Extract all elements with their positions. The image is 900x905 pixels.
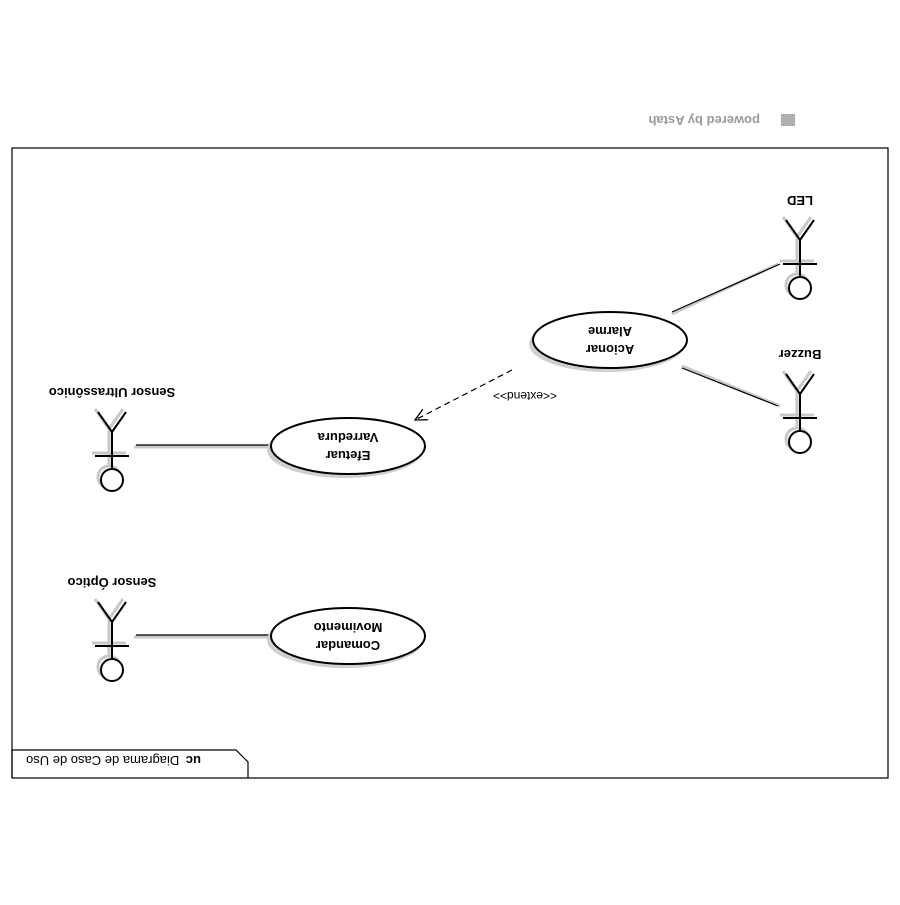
use-case-label-line2: Movimento xyxy=(314,620,383,635)
use-case-acionar-alarme[interactable]: Acionar Alarme xyxy=(529,311,688,372)
watermark: powered by Astah xyxy=(648,113,795,128)
extend-relation: <<extend>> xyxy=(415,369,557,420)
stick-figure-icon xyxy=(783,219,817,300)
use-case-label-line1: Comandar xyxy=(316,638,380,653)
use-case-label-line1: Acionar xyxy=(586,342,634,357)
extend-arrow xyxy=(415,369,513,420)
use-case-ellipse xyxy=(270,607,426,665)
use-case-efetuar-varredura[interactable]: Efetuar Varredura xyxy=(267,417,426,478)
use-case-label-line2: Varredura xyxy=(317,430,378,445)
associations xyxy=(134,262,781,639)
frame-name: Diagrama de Caso de Uso xyxy=(26,753,179,768)
actor-label: LED xyxy=(787,193,813,208)
use-case-comandar-movimento[interactable]: Comandar Movimento xyxy=(267,607,426,668)
actor-label: Sensor Ultrassônico xyxy=(49,385,175,400)
watermark-text: powered by Astah xyxy=(648,113,760,128)
rotated-diagram-group: powered by Astah uc Diagrama de Caso de … xyxy=(11,113,889,779)
actor-sensor-optico[interactable]: Sensor Óptico xyxy=(68,575,157,682)
use-case-label-line1: Efetuar xyxy=(326,448,371,463)
use-case-label-line2: Alarme xyxy=(588,324,632,339)
stick-figure-icon xyxy=(95,411,129,492)
actor-sensor-ultrassonico[interactable]: Sensor Ultrassônico xyxy=(49,385,175,492)
frame-title: uc Diagrama de Caso de Uso xyxy=(26,753,201,768)
stick-figure-icon xyxy=(95,601,129,682)
association-buzzer xyxy=(681,367,779,407)
actor-led[interactable]: LED xyxy=(780,193,817,300)
actor-label: Sensor Óptico xyxy=(68,575,157,590)
actor-label: Buzzer xyxy=(779,347,822,362)
frame-name-tab xyxy=(11,749,249,778)
use-case-ellipse xyxy=(270,417,426,475)
use-case-ellipse xyxy=(532,311,688,369)
frame-kind: uc xyxy=(186,753,201,768)
stick-figure-icon xyxy=(783,373,817,454)
association-led xyxy=(671,263,781,313)
astah-logo-icon xyxy=(781,114,795,126)
extend-label: <<extend>> xyxy=(493,389,557,403)
actor-buzzer[interactable]: Buzzer xyxy=(779,347,822,454)
diagram-frame xyxy=(11,147,889,779)
